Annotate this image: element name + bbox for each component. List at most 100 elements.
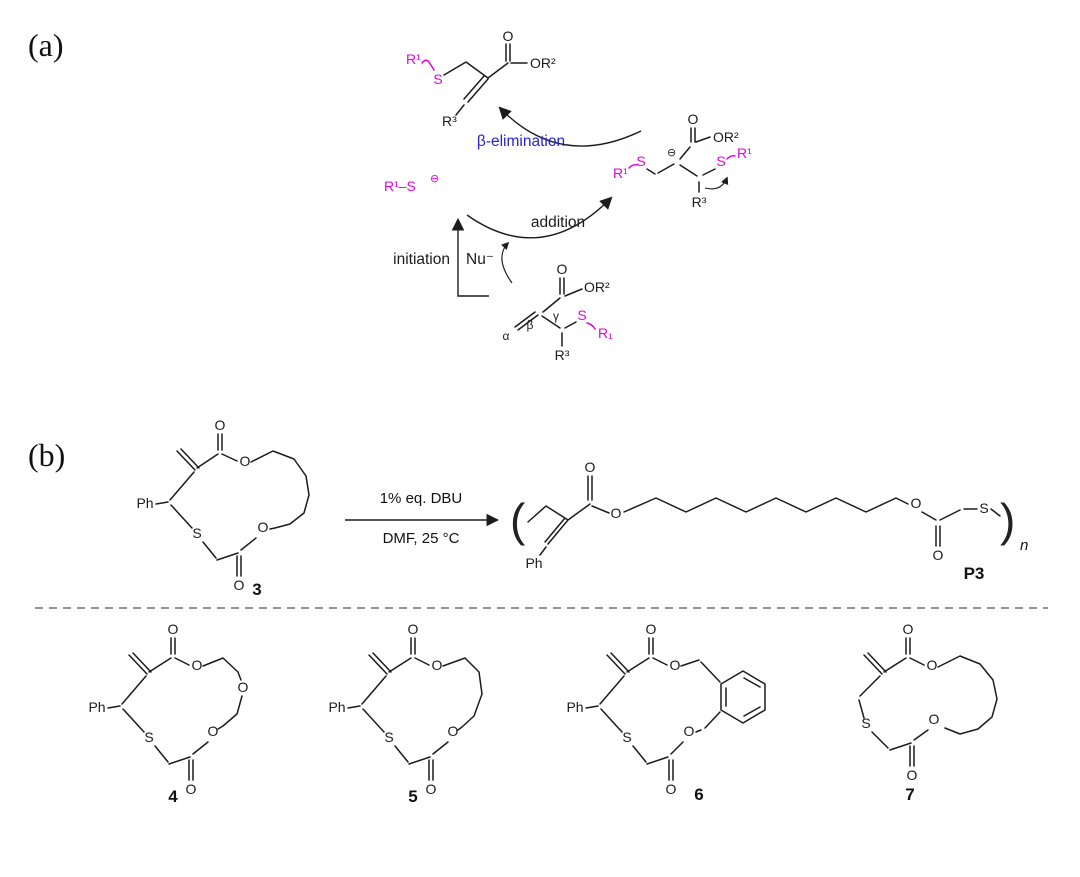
compound-6-structure: O O Ph S O O 6: [566, 621, 766, 804]
panel-b-label: (b): [28, 437, 65, 473]
substituent-label-or2: OR²: [713, 129, 739, 145]
atom-label-oxygen: O: [611, 505, 622, 521]
nucleophile-label: Nu⁻: [466, 251, 494, 268]
polymerization-scheme: O O Ph S O O 3 1% eq. DBU DMF, 25 °C ( P…: [136, 417, 1028, 599]
bonds: [858, 637, 998, 767]
initiation-label: initiation: [393, 251, 450, 268]
atom-label-oxygen: O: [215, 417, 226, 433]
compound-number: 7: [905, 785, 914, 804]
initiation-step: initiation Nu⁻: [393, 217, 494, 297]
substituent-label-r3: R³: [555, 347, 570, 363]
bonds: [443, 43, 528, 116]
substituent-label-r1: R₁: [598, 325, 613, 341]
atom-label-oxygen: O: [557, 261, 568, 277]
atom-label-sulfur: S: [144, 729, 153, 745]
monomer-entry-arrow: [501, 241, 513, 284]
atom-label-sulfur: S: [636, 153, 645, 169]
atom-label-oxygen: O: [903, 621, 914, 637]
bonds: [514, 277, 583, 347]
atom-label-sulfur: S: [433, 71, 442, 87]
beta-elimination-label: β-elimination: [477, 133, 565, 150]
substituent-label-ph: Ph: [566, 699, 583, 715]
substituent-label-ph: Ph: [525, 555, 542, 571]
beta-elimination-arrow: [498, 106, 642, 147]
initiation-arrow: [451, 217, 489, 297]
compound-5-structure: O O Ph S O O 5: [328, 621, 483, 806]
bonds: [646, 127, 716, 193]
atom-label-oxygen: O: [666, 781, 677, 797]
atom-label-oxygen: O: [168, 621, 179, 637]
addition-arrow: [466, 196, 613, 239]
panel-a-label: (a): [28, 27, 64, 63]
atom-label-oxygen: O: [929, 711, 940, 727]
polymer-p3-structure: ( Ph O O O O S ) n P3: [510, 459, 1028, 583]
atom-label-sulfur: S: [716, 153, 725, 169]
wavy-bond: [586, 322, 596, 330]
atom-label-oxygen: O: [408, 621, 419, 637]
compound-number: 4: [168, 787, 178, 806]
repeat-unit-subscript: n: [1020, 537, 1028, 554]
atom-label-oxygen: O: [448, 723, 459, 739]
substituent-label-ph: Ph: [136, 495, 153, 511]
atom-label-oxygen: O: [585, 459, 596, 475]
substituent-label-ph: Ph: [88, 699, 105, 715]
alpha-position-label: α: [503, 329, 510, 343]
bonds: [107, 637, 243, 781]
atom-label-oxygen: O: [186, 781, 197, 797]
negative-charge-icon: ⊖: [430, 173, 439, 185]
conditions-line-2: DMF, 25 °C: [383, 530, 460, 547]
substituent-label-r3: R³: [692, 194, 707, 210]
substituent-label-ph: Ph: [328, 699, 345, 715]
atom-label-oxygen: O: [670, 657, 681, 673]
compound-4-structure: O O O Ph S O O 4: [88, 621, 248, 806]
substituent-label-r1: R¹: [737, 145, 752, 161]
atom-label-oxygen: O: [927, 657, 938, 673]
atom-label-oxygen: O: [208, 723, 219, 739]
atom-label-oxygen: O: [432, 657, 443, 673]
atom-label-sulfur: S: [622, 729, 631, 745]
atom-label-sulfur: S: [192, 525, 201, 541]
substituent-label-or2: OR²: [530, 55, 556, 71]
atom-label-sulfur: S: [577, 307, 586, 323]
atom-label-oxygen: O: [240, 453, 251, 469]
atom-label-oxygen: O: [684, 723, 695, 739]
atom-label-oxygen: O: [503, 28, 514, 44]
reaction-arrow-conditions: 1% eq. DBU DMF, 25 °C: [345, 490, 500, 547]
compound-number: 3: [252, 580, 261, 599]
thiolate-anion: R¹–S ⊖: [384, 173, 439, 194]
bonds: [347, 637, 483, 781]
thiolate-label: R¹–S: [384, 178, 416, 194]
open-parenthesis: (: [510, 494, 526, 546]
wavy-bond: [421, 59, 435, 71]
monomer-structure: O OR² α β γ S R₁ R³: [503, 261, 614, 363]
thiol-michael-adduct-structure: O OR² ⊖ S R¹ S R¹ R³: [613, 111, 752, 210]
product-vinyl-sulfide-structure: R¹ S O OR² R³: [406, 28, 556, 129]
beta-position-label: β: [527, 318, 534, 332]
atom-label-oxygen: O: [192, 657, 203, 673]
atom-label-oxygen: O: [426, 781, 437, 797]
substituent-label-r1: R¹: [613, 165, 628, 181]
atom-label-oxygen: O: [238, 679, 249, 695]
wavy-bond-left: [628, 164, 638, 169]
compound-number: 6: [694, 785, 703, 804]
atom-label-oxygen: O: [933, 547, 944, 563]
compound-number: 5: [408, 787, 417, 806]
atom-label-oxygen: O: [911, 495, 922, 511]
bonds: [527, 475, 1001, 556]
atom-label-sulfur: S: [861, 715, 870, 731]
mechanism-cycle: R¹ S O OR² R³ β-elimination R¹–S ⊖ addit…: [384, 28, 752, 363]
conditions-line-1: 1% eq. DBU: [380, 490, 463, 507]
substituent-label-r3: R³: [442, 113, 457, 129]
substituent-label-or2: OR²: [584, 279, 610, 295]
atom-label-sulfur: S: [384, 729, 393, 745]
atom-label-oxygen: O: [646, 621, 657, 637]
atom-label-oxygen: O: [258, 519, 269, 535]
close-parenthesis: ): [1000, 494, 1015, 546]
atom-label-oxygen: O: [234, 577, 245, 593]
atom-label-sulfur: S: [979, 500, 988, 516]
bonds: [585, 637, 766, 781]
addition-label: addition: [531, 214, 585, 231]
atom-label-oxygen: O: [907, 767, 918, 783]
atom-label-oxygen: O: [688, 111, 699, 127]
